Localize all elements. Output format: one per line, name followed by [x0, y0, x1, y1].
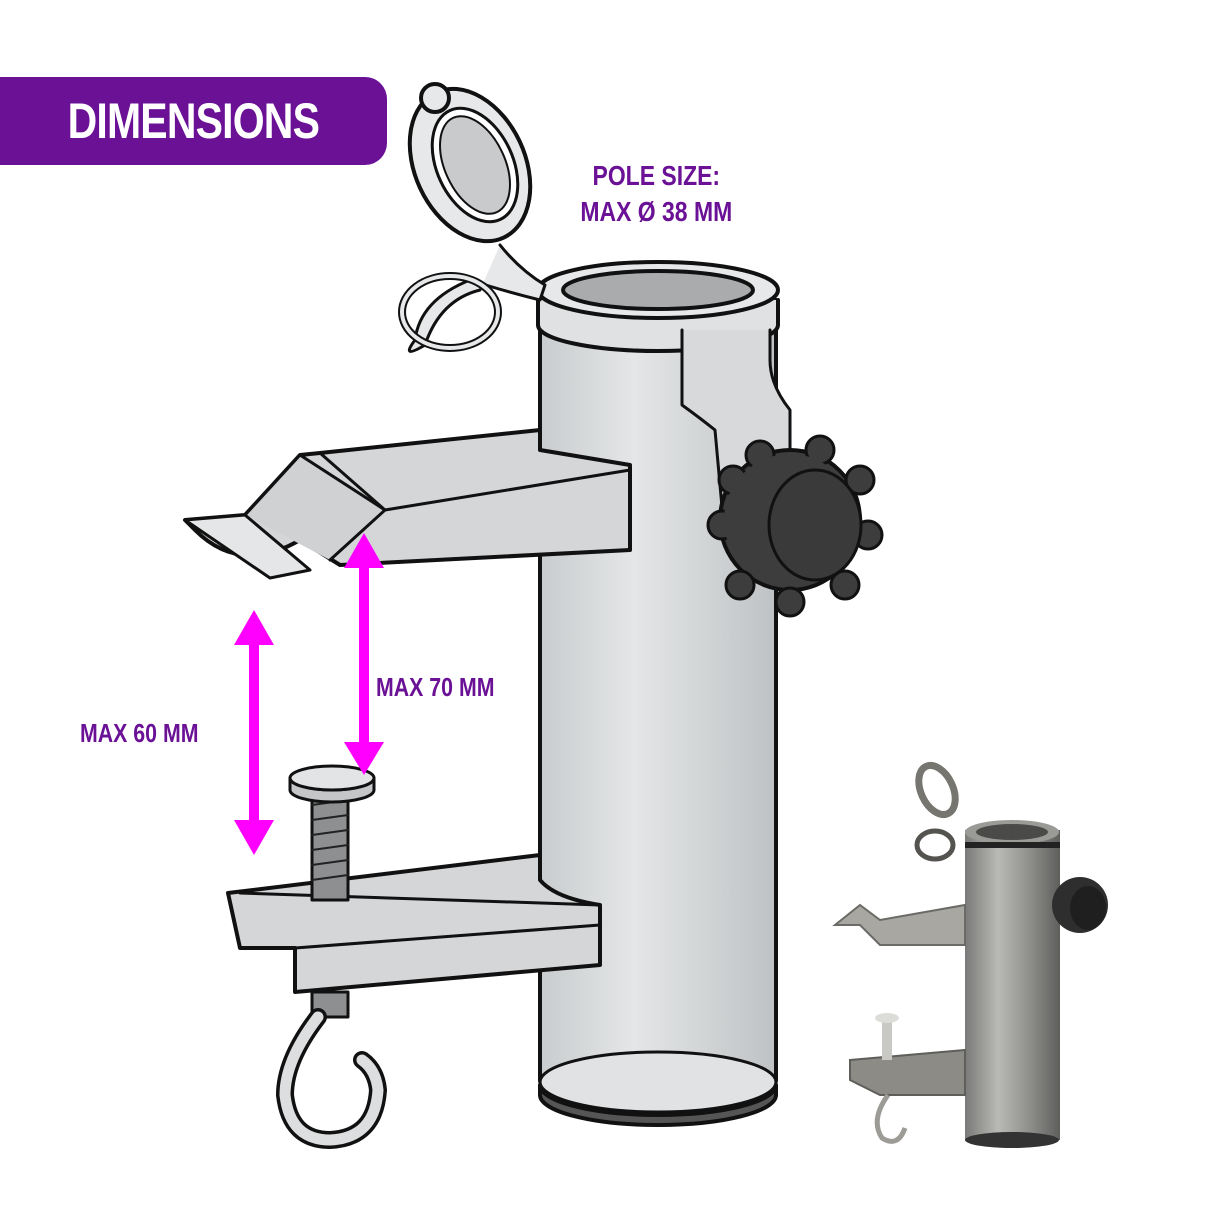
dimension-arrows	[234, 533, 384, 855]
product-photo-inset	[832, 761, 1108, 1148]
inset-lower-arm	[849, 1048, 966, 1096]
main-drawing	[183, 82, 884, 1149]
arrow-60mm	[234, 610, 274, 855]
cap-loop	[398, 82, 547, 353]
pole-size-label: POLE SIZE: MAX Ø 38 MM	[562, 158, 751, 230]
clamp-screw	[288, 764, 376, 1019]
max-60-label: MAX 60 MM	[80, 718, 199, 748]
banner-title: DIMENSIONS	[67, 93, 320, 149]
tube-opening	[561, 269, 755, 311]
inset-upper-arm	[832, 903, 966, 946]
upper-clamp-arm	[183, 428, 632, 580]
arrow-70mm	[344, 533, 384, 775]
tightening-knob	[706, 434, 884, 618]
pole-size-line2: MAX Ø 38 MM	[580, 196, 733, 227]
max-70-label: MAX 70 MM	[376, 672, 495, 702]
tube-bottom	[538, 1050, 778, 1114]
pole-size-line1: POLE SIZE:	[592, 160, 721, 191]
dimensions-banner: DIMENSIONS	[0, 77, 387, 165]
inset-tube	[965, 830, 1060, 1140]
